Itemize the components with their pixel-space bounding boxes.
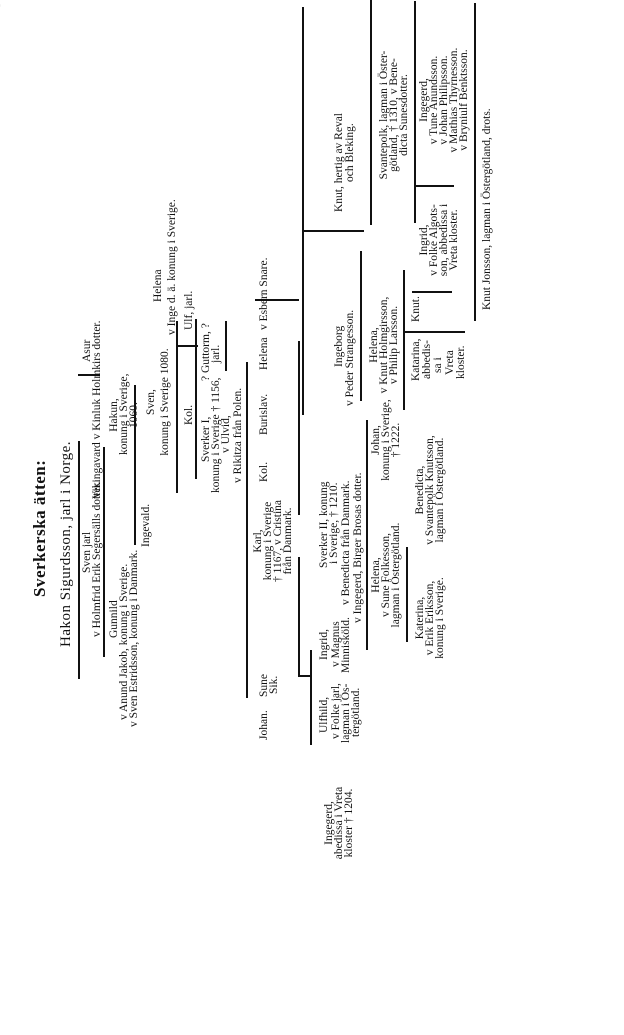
katarina-title-2: sa i [432,357,444,373]
knut-divider [302,230,364,232]
ingrid-gen9-title-2: Vreta kloster. [448,209,460,271]
hakun-line [134,385,136,545]
ingeborg-line [360,251,362,401]
ingegerd-gen9-divider [414,185,454,187]
ulf-jarl: Ulf, jarl. [183,290,195,330]
karl-line-right [298,341,300,515]
johan-gen6: Johan. [258,710,270,740]
sverker-ii-death: i Sverige, † 1210. [328,482,340,564]
katarina-title-4: kloster. [455,345,467,379]
sven-king-title: konung i Sverige 1080. [159,348,171,456]
guttorm-line [225,321,227,371]
knut-line [370,0,372,225]
helena-gen6: Helena [258,337,270,370]
guttorm-title: jarl. [210,344,222,363]
page-title: Sverkerska ätten: [30,459,49,597]
helena-ii-line [403,270,405,410]
sverker-ii-spouse-1: v Benedicta från Danmark. [340,480,352,605]
katerina-title: konung i Sverige. [434,577,446,659]
ingegerd-gen9-line [474,3,476,321]
sven-jarl-spouse: v Holmfrid Erik Segersälls dotter. [91,481,103,637]
sverker-i-spouse-2: v Rikitza från Polen. [232,387,244,483]
svantepolk-line [414,1,416,223]
ingeborg-spouse: v Peder Strangesson. [344,309,356,406]
helena-ii-spouse-2: v Philip Larsson. [388,305,400,385]
karl-line-left [298,557,300,677]
helena-gen8-line [406,547,408,642]
sune-drop [300,675,312,677]
asur-divider [78,374,100,376]
sune-byname: Sik. [268,675,280,694]
svantepolk-spouse: dicta Sunesdotter. [398,74,410,156]
helena-descent-line [302,7,304,415]
ingegerd-gen9-spouse-4: v Bryniulf Benktsson. [458,49,470,151]
knut-gen9: Knut. [410,296,422,322]
helena-gen2: Helena [152,269,164,302]
sven-line [103,447,105,657]
knut-hertig-title: och Bleking. [344,123,356,182]
page-corner-mark: - [0,4,4,7]
root-line [78,441,80,679]
ingegerd-death: kloster † 1204. [343,788,355,858]
ulfhild-title-2: tergötland. [350,687,362,737]
ingevald: Ingevald. [140,503,152,547]
sverker-ii-line [366,420,368,650]
sverker-ii-spouse-2: v Ingegerd, Birger Brosas dotter. [352,472,364,623]
kol-gen4: Kol. [183,404,195,425]
ingrid-gen7: Ingrid, [318,629,330,660]
kol-gen6: Kol. [258,461,270,482]
knut-jonsson: Knut Jonsson, lagman i Östergötland, dro… [481,108,493,310]
asur-spouse: Vikingavard v Kinluk Holmkirs dotter. [91,320,103,500]
root-person: Hakon Sigurdsson, jarl i Norge. [58,440,74,647]
benedicta-title: lagman i Östergötland. [434,437,446,543]
sven-king: Sven, [145,389,157,415]
karl-spouse-origin: från Danmark. [282,507,294,575]
helena-gen6-spouse: v Esbern Snare. [258,257,270,331]
sverker-i-spouse-1: v Ulvid, [220,415,232,453]
kol-line [195,319,197,479]
helena-gen6-branch [255,299,299,301]
ulfhild-name: Ulfhild, [318,696,330,733]
ingrid-gen9-divider [412,291,452,293]
burislav: Burislav. [258,393,270,435]
helena-gen8-title: lagman i Östergötland. [390,522,402,628]
ingrid-gen7-spouse-name: Minnisköld. [340,617,352,673]
sune-children-line [310,650,312,745]
knut-gen9-divider [405,331,465,333]
helena-gen2-spouse: v Inge d. ä. konung i Sverige. [166,199,178,335]
sverker-line [246,362,248,698]
gunnild-spouse-2: v Sven Estridsson, konung i Danmark. [128,549,140,727]
